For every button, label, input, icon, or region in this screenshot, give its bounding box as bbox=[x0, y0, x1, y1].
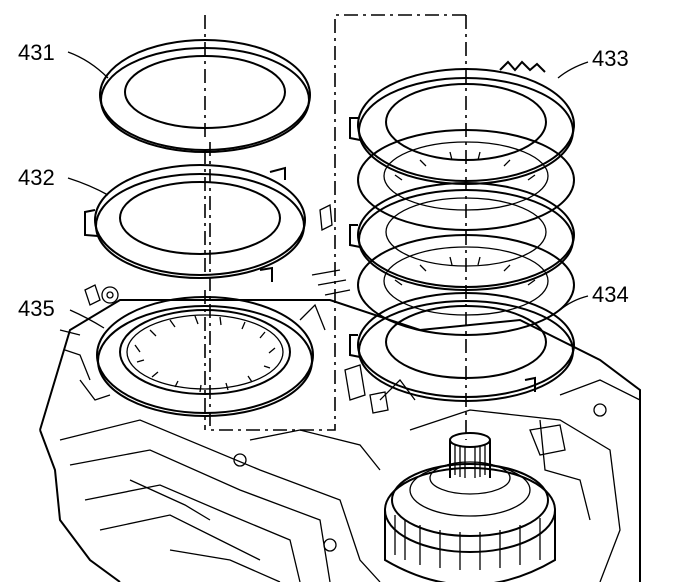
plate-435 bbox=[96, 290, 314, 430]
callout-435: 435 bbox=[18, 296, 55, 321]
leader-435 bbox=[69, 309, 105, 329]
clutch-pack-433-434 bbox=[349, 60, 575, 402]
transmission-case bbox=[39, 286, 641, 582]
plate-432 bbox=[84, 150, 306, 282]
callout-434: 434 bbox=[592, 282, 629, 307]
leader-434 bbox=[559, 295, 589, 311]
leader-431 bbox=[67, 51, 109, 79]
callout-433: 433 bbox=[592, 46, 629, 71]
leader-433 bbox=[557, 61, 589, 79]
plate-431 bbox=[99, 15, 311, 153]
callout-432: 432 bbox=[18, 165, 55, 190]
callout-431: 431 bbox=[18, 40, 55, 65]
clutch-drum-assembly bbox=[384, 432, 556, 582]
guide-line-bracket bbox=[209, 14, 466, 431]
leader-432 bbox=[67, 177, 109, 196]
small-parts bbox=[59, 203, 389, 414]
